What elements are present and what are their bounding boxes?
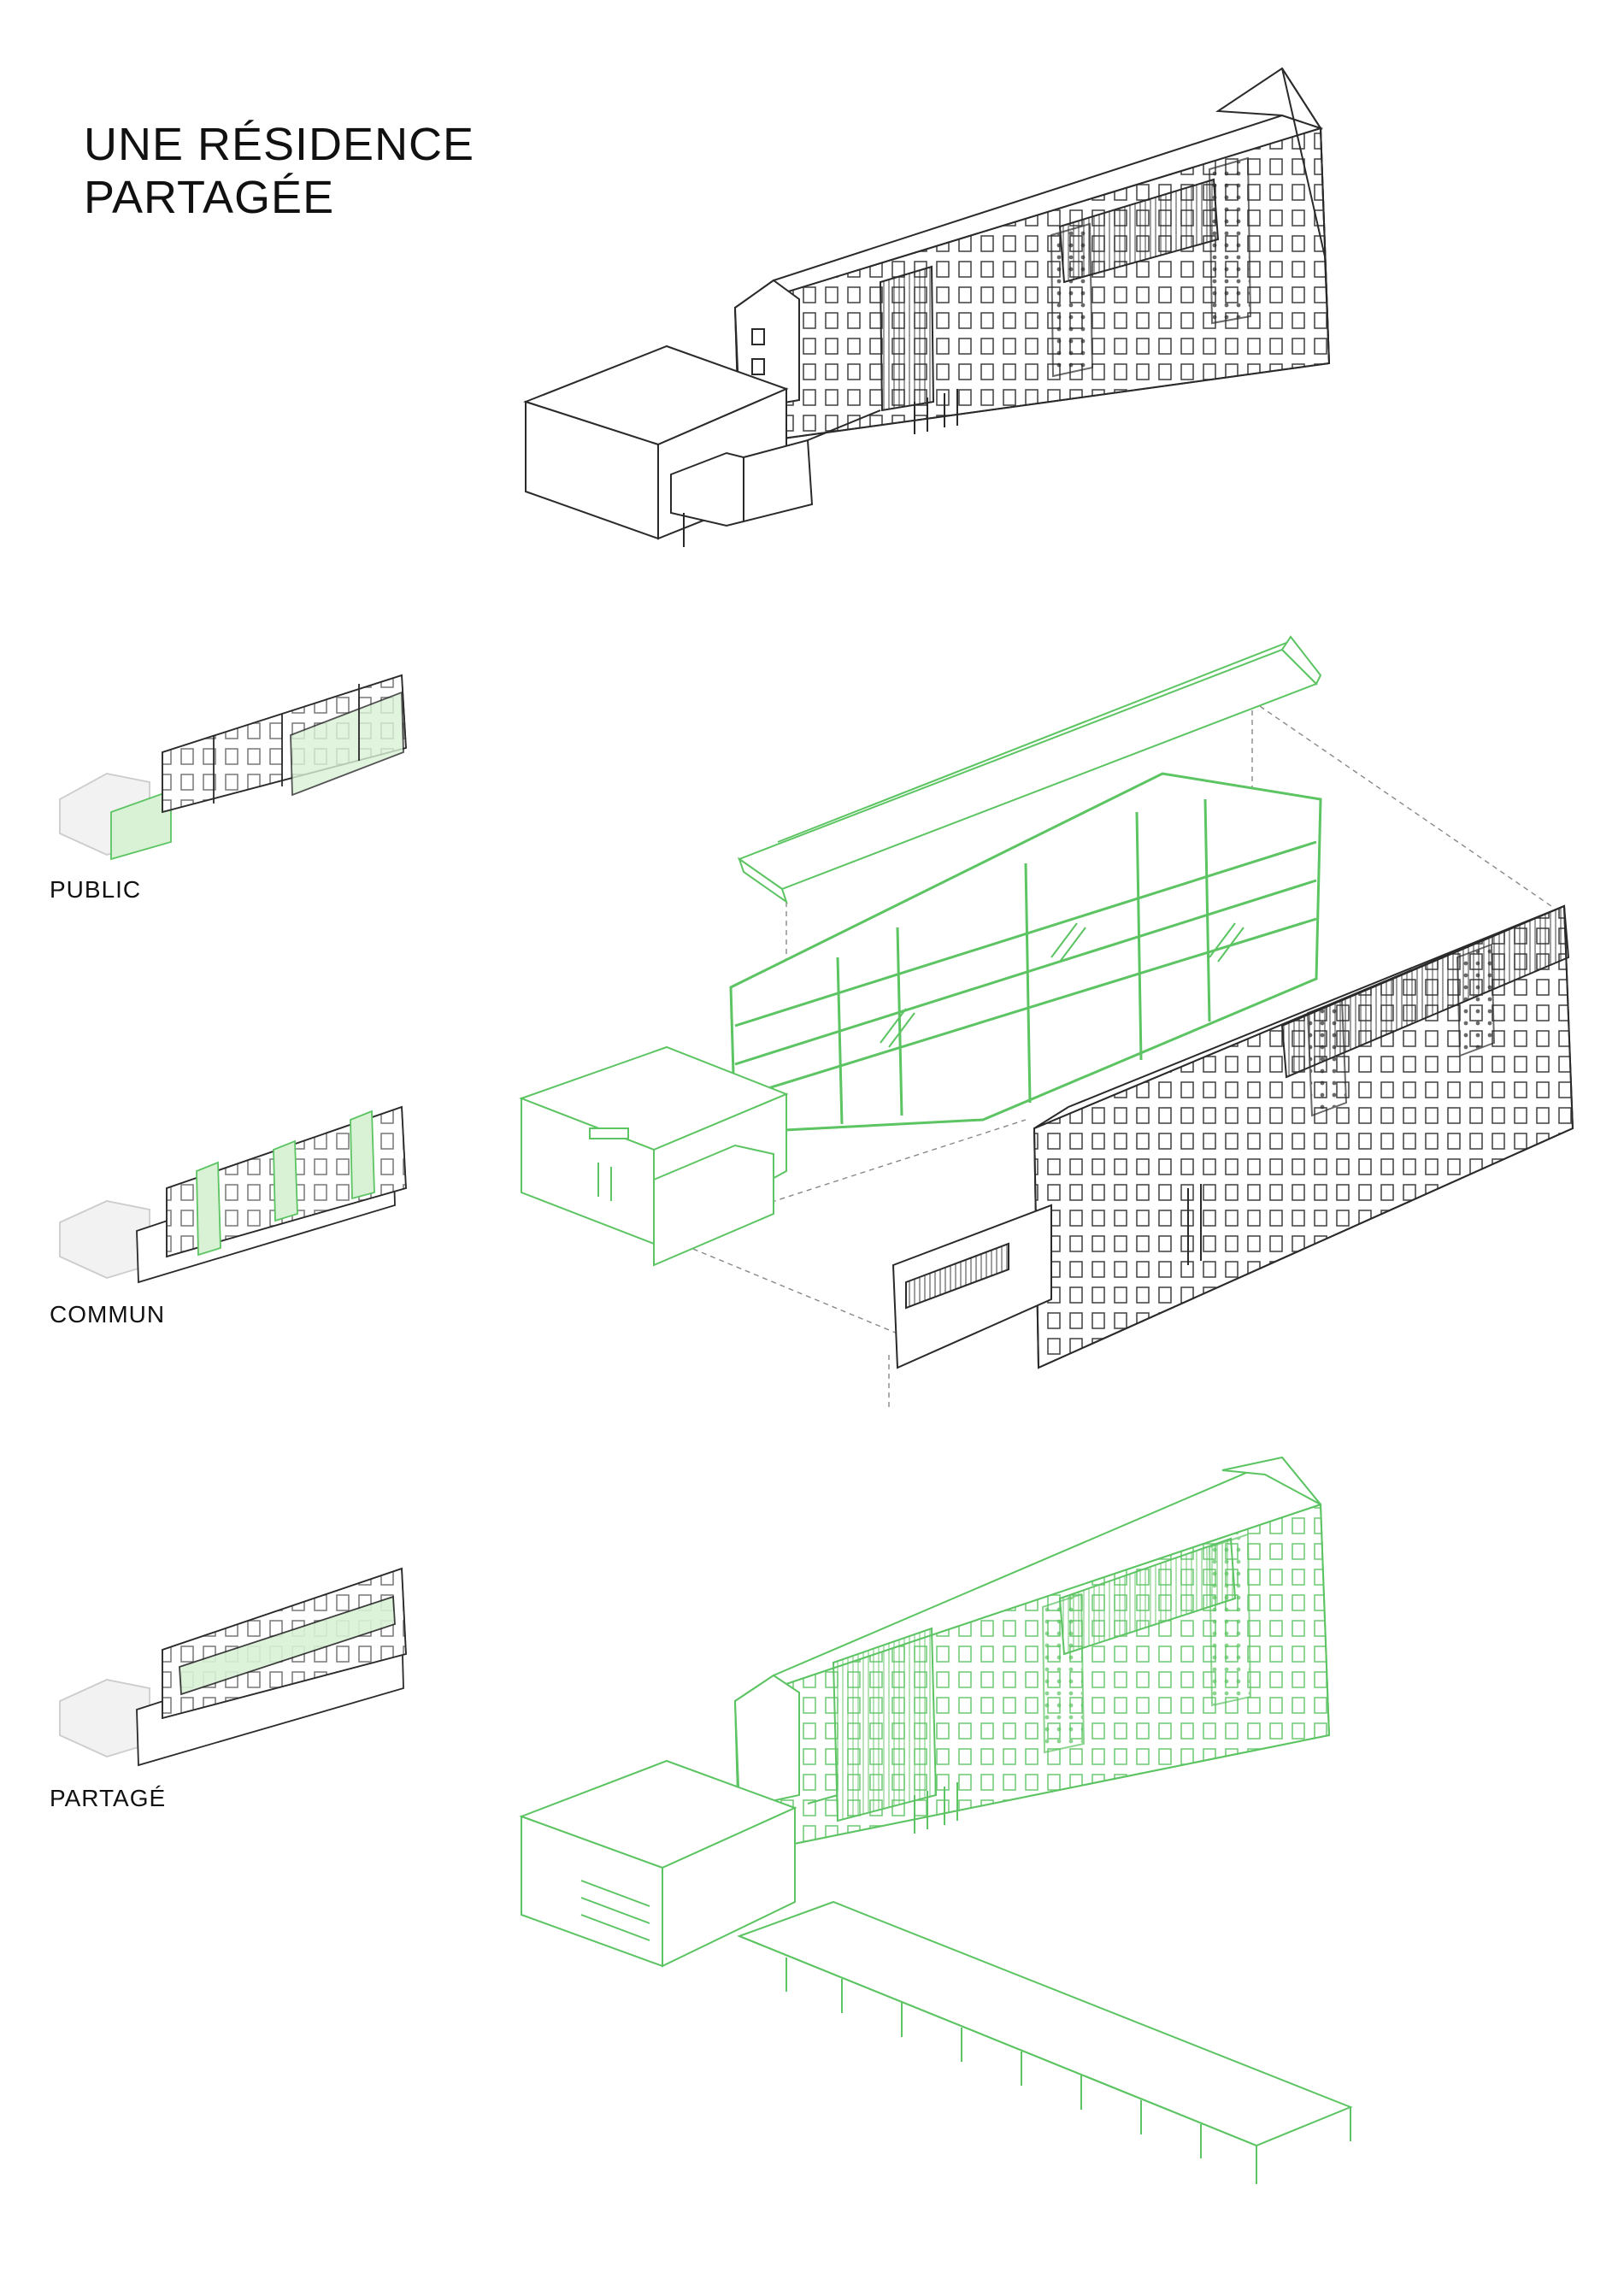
legend-label-commun: COMMUN <box>50 1301 166 1328</box>
bottom-building-green <box>519 1456 1353 2184</box>
page-title: UNE RÉSIDENCE PARTAGÉE <box>84 118 474 224</box>
green-canopy <box>737 1900 1353 2147</box>
black-low-wing <box>891 1204 1052 1369</box>
top-building-axonometric <box>523 67 1331 547</box>
middle-exploded-diagram <box>519 635 1574 1410</box>
thumbnail-commun <box>59 1105 407 1284</box>
title-line-2: PARTAGÉE <box>84 172 335 224</box>
thumbnail-partage <box>59 1567 407 1767</box>
legend-label-public: PUBLIC <box>50 876 142 903</box>
thumbnail-public <box>59 674 407 861</box>
legend-label-partage: PARTAGÉ <box>50 1785 167 1811</box>
title-line-1: UNE RÉSIDENCE <box>84 119 475 171</box>
